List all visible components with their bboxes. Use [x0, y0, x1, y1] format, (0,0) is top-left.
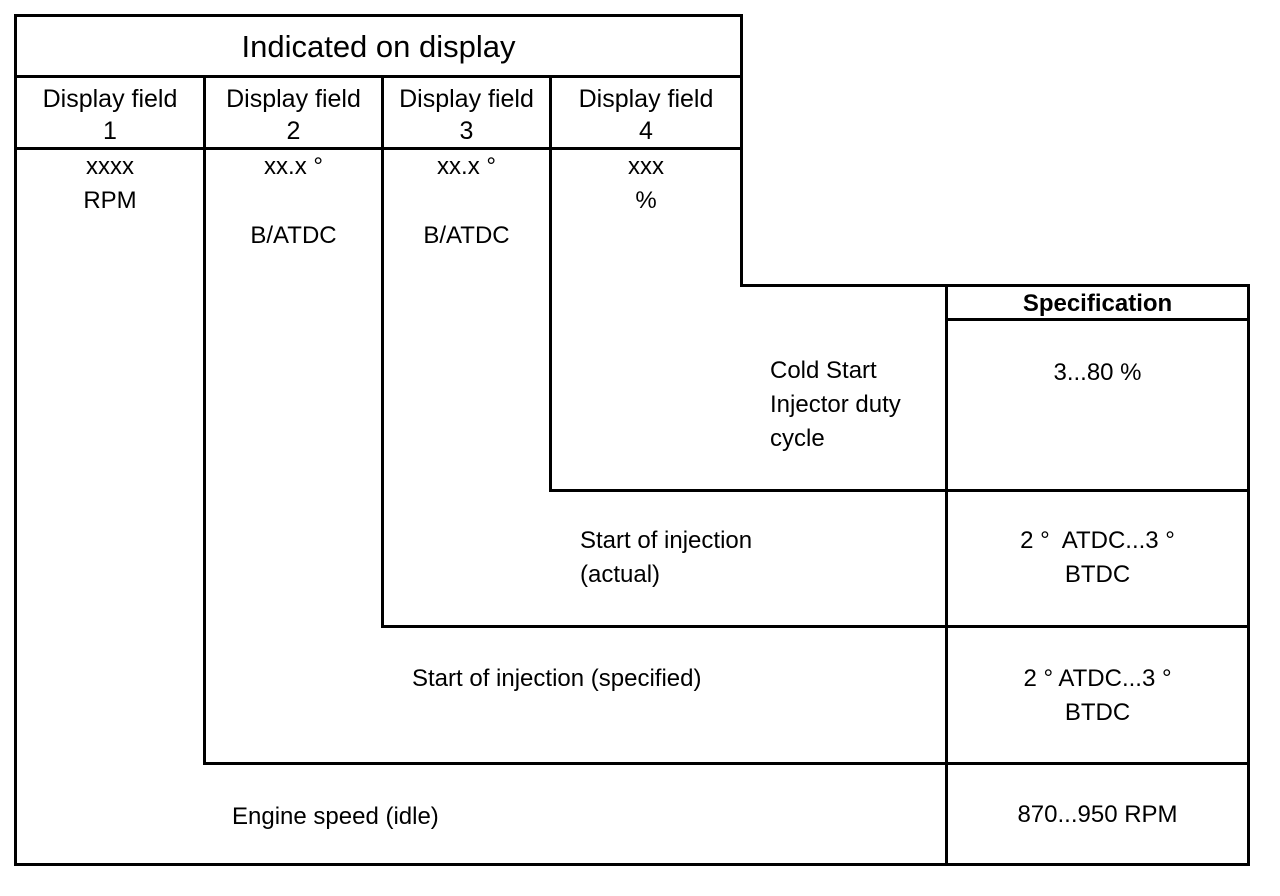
row-label-injection-actual: Start of injection (actual) [580, 524, 752, 592]
field-header-1-label: Display field [42, 85, 178, 113]
field-4-unit: % [635, 187, 657, 214]
field-header-4: Display field 4 [552, 83, 740, 147]
row-label-injection-specified: Start of injection (specified) [412, 665, 702, 692]
display-title: Indicated on display [241, 29, 516, 64]
field-4-value: xxx [628, 153, 664, 180]
field-1-value: xxxx [86, 153, 134, 180]
col-divider-1 [203, 75, 206, 765]
row-spec-injection-specified: 2 ° ATDC...3 ° BTDC [948, 662, 1247, 730]
field-header-3: Display field 3 [384, 83, 549, 147]
row-spec-cold-start: 3...80 % [1053, 359, 1142, 386]
field-header-4-label: Display field [578, 85, 714, 113]
row-spec-injection-actual: 2 ° ATDC...3 ° BTDC [948, 524, 1247, 592]
row-line-3 [203, 762, 1250, 765]
row-spec-injection-actual-line-1: 2 ° ATDC...3 ° [1020, 527, 1175, 554]
field-header-4-number: 4 [639, 117, 653, 145]
field-header-3-number: 3 [459, 117, 474, 145]
col-divider-3 [549, 75, 552, 491]
field-3-value: xx.x ° [437, 153, 496, 180]
row-spec-injection-specified-line-1: 2 ° ATDC...3 ° [1023, 665, 1172, 692]
title-bottom-line [14, 75, 742, 78]
field-header-2: Display field 2 [206, 83, 381, 147]
row-label-engine-speed: Engine speed (idle) [232, 803, 439, 830]
field-2-value: xx.x ° [264, 153, 323, 180]
specification-header: Specification [1022, 290, 1173, 317]
title-right-line [740, 14, 743, 286]
field-header-2-label: Display field [226, 85, 361, 113]
outer-left-line [14, 14, 17, 866]
row-label-cold-start: Cold Start Injector duty cycle [770, 354, 901, 456]
field-header-1: Display field 1 [17, 83, 203, 147]
row-label-cold-start-line-3: cycle [770, 425, 825, 453]
field-header-3-label: Display field [399, 85, 534, 113]
header-bottom-line [14, 147, 742, 150]
row-label-injection-actual-line-2: (actual) [580, 561, 661, 589]
spec-header-line [945, 318, 1250, 321]
row-spec-engine-speed: 870...950 RPM [1017, 801, 1178, 828]
field-header-1-number: 1 [103, 117, 117, 145]
spec-top-line [740, 284, 1250, 287]
outer-bottom-line [14, 863, 1250, 866]
row-label-cold-start-line-2: Injector duty [770, 391, 901, 419]
row-line-2 [381, 625, 1250, 628]
outer-right-line [1247, 284, 1250, 866]
row-label-injection-actual-line-1: Start of injection [580, 527, 753, 554]
spec-column-line [945, 284, 948, 866]
field-3-unit: B/ATDC [423, 222, 510, 249]
row-line-1 [549, 489, 1250, 492]
row-label-cold-start-line-1: Cold Start [770, 357, 877, 384]
field-2-unit: B/ATDC [250, 222, 337, 249]
row-spec-injection-specified-line-2: BTDC [1064, 699, 1131, 727]
field-header-2-number: 2 [286, 117, 301, 145]
field-1-unit: RPM [83, 187, 137, 214]
col-divider-2 [381, 75, 384, 628]
row-spec-injection-actual-line-2: BTDC [1064, 561, 1131, 589]
outer-top-line [14, 14, 742, 17]
